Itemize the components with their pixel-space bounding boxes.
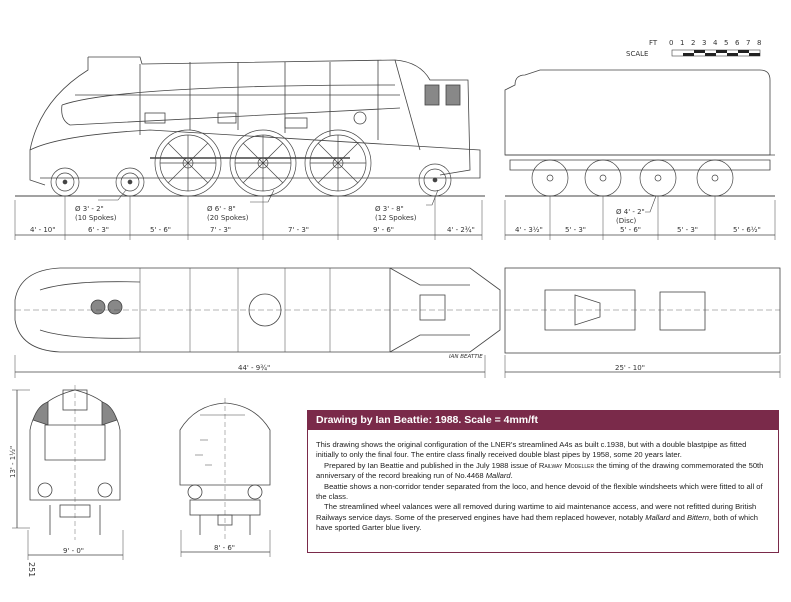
dimension-label: 5' - 3" (565, 226, 587, 234)
dimension-label: 4' - 2¾" (447, 226, 475, 234)
wheel-note: (20 Spokes) (207, 214, 249, 222)
plan-view (14, 267, 781, 378)
dimension-label: 5' - 6½" (733, 226, 761, 234)
scale-unit-label: FT (649, 39, 658, 47)
scale-tick: 7 (746, 39, 751, 47)
scale-label: SCALE (626, 50, 649, 58)
loco-length-label: 44' - 9¾" (238, 364, 271, 372)
text: Prepared by Ian Beattie and published in… (324, 460, 539, 470)
dimension-label: 6' - 3" (88, 226, 110, 234)
scale-tick: 8 (757, 39, 762, 47)
tender-end-view (179, 398, 271, 557)
tender-side-view (504, 69, 776, 240)
locomotive-name: Mallard (645, 512, 671, 522)
wheel-note: (10 Spokes) (75, 214, 117, 222)
scale-tick: 0 (669, 39, 674, 47)
scale-tick: 4 (713, 39, 718, 47)
caption-body: This drawing shows the original configur… (308, 430, 778, 534)
caption-paragraph: This drawing shows the original configur… (316, 440, 747, 460)
scale-bar (671, 49, 761, 57)
dimension-label: 7' - 3" (210, 226, 232, 234)
dimension-label: 5' - 6" (620, 226, 642, 234)
text: . (510, 471, 513, 481)
wheel-label-bogie: Ø 3' - 2" (10 Spokes) (75, 205, 117, 223)
scale-tick: 3 (702, 39, 707, 47)
scale-tick: 1 (680, 39, 685, 47)
wheel-diameter: Ø 3' - 2" (75, 205, 104, 213)
wheel-note: (12 Spokes) (375, 214, 417, 222)
text: , both of which have sported Garter blue… (316, 512, 758, 533)
wheel-diameter: Ø 3' - 8" (375, 205, 404, 213)
artist-signature: IAN BEATTIE (449, 354, 483, 360)
loco-side-view (14, 56, 485, 240)
wheel-label-driving: Ø 6' - 8" (20 Spokes) (207, 205, 249, 223)
caption-paragraph: The streamlined wheel valances were all … (316, 502, 770, 533)
text: and (670, 512, 688, 522)
wheel-diameter: Ø 4' - 2" (616, 208, 645, 216)
scale-tick: 2 (691, 39, 696, 47)
wheel-diameter: Ø 6' - 8" (207, 205, 236, 213)
scale-tick: 5 (724, 39, 729, 47)
wheel-note: (Disc) (616, 217, 637, 225)
tender-width-label: 8' - 6" (214, 544, 236, 552)
dimension-label: 4' - 10" (30, 226, 56, 234)
dimension-label: 5' - 6" (150, 226, 172, 234)
dimension-label: 5' - 3" (677, 226, 699, 234)
loco-front-view (12, 385, 124, 560)
caption-title: Drawing by Ian Beattie: 1988. Scale = 4m… (308, 411, 778, 430)
caption-box: Drawing by Ian Beattie: 1988. Scale = 4m… (307, 410, 779, 553)
locomotive-name: Bittern (687, 512, 709, 522)
wheel-label-tender: Ø 4' - 2" (Disc) (616, 208, 645, 226)
magazine-name: Railway Modeller (538, 460, 595, 470)
dimension-label: 7' - 3" (288, 226, 310, 234)
caption-paragraph: Prepared by Ian Beattie and published in… (316, 461, 770, 482)
dimension-label: 9' - 6" (373, 226, 395, 234)
caption-paragraph: Beattie shows a non-corridor tender sepa… (316, 481, 763, 502)
dimension-label: 4' - 3½" (515, 226, 543, 234)
loco-width-label: 9' - 0" (63, 547, 85, 555)
text: the timing of the drawing commemorated t… (316, 460, 764, 481)
locomotive-name: Mallard (485, 471, 511, 481)
wheel-label-trailing: Ø 3' - 8" (12 Spokes) (375, 205, 417, 223)
loco-height-label: 13' - 1½" (9, 445, 17, 478)
scale-tick: 6 (735, 39, 740, 47)
tender-length-label: 25' - 10" (615, 364, 645, 372)
page-number: 251 (27, 562, 36, 578)
text: The streamlined wheel valances were all … (316, 502, 757, 522)
